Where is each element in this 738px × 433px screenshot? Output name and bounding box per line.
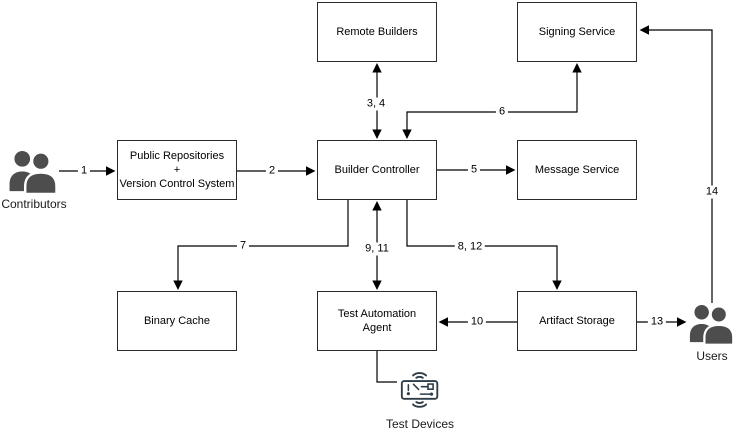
node-artifact-storage: Artifact Storage (517, 291, 637, 351)
contributors-label: Contributors (1, 197, 67, 211)
contributors-users-icon (9, 150, 58, 194)
node-public-repositories: Public Repositories + Version Control Sy… (117, 140, 237, 200)
node-label-line: Public Repositories (129, 150, 225, 162)
node-message-service: Message Service (517, 140, 637, 200)
node-label-line: Test Automation (337, 308, 417, 320)
node-label: Artifact Storage (539, 315, 615, 327)
node-remote-builders: Remote Builders (317, 2, 437, 62)
node-label-line: Version Control System (119, 178, 235, 190)
node-label: Signing Service (538, 26, 616, 38)
edge-7 (173, 200, 349, 290)
edge-label-3-4: 3, 4 (363, 97, 389, 111)
edge-label-9-11: 9, 11 (362, 242, 392, 256)
edge-14 (639, 25, 713, 303)
node-label: Builder Controller (334, 164, 420, 176)
edge-6 (402, 63, 582, 139)
node-binary-cache: Binary Cache (117, 291, 237, 351)
edge-label-2: 2 (265, 164, 279, 178)
users-label: Users (696, 349, 728, 363)
node-label: Remote Builders (336, 26, 418, 38)
node-label: Message Service (534, 164, 620, 176)
node-signing-service: Signing Service (517, 2, 637, 62)
users-icon (689, 305, 735, 345)
test-devices-label: Test Devices (385, 417, 455, 431)
edge-label-8-12: 8, 12 (454, 240, 486, 254)
edge-label-10: 10 (467, 315, 487, 329)
node-test-automation-agent: Test Automation Agent (317, 291, 437, 351)
test-devices-icon (400, 372, 439, 408)
edge-label-14: 14 (702, 185, 722, 199)
edge-label-13: 13 (647, 315, 667, 329)
node-label: Binary Cache (143, 315, 211, 327)
node-label-line: + (173, 164, 181, 176)
edge-label-5: 5 (467, 163, 481, 177)
edge-label-1: 1 (77, 164, 91, 178)
edge-label-6: 6 (495, 105, 509, 119)
edge-label-7: 7 (236, 239, 250, 253)
edge-test-devices-link (376, 351, 397, 383)
node-label-line: Agent (362, 322, 392, 334)
node-builder-controller: Builder Controller (317, 140, 437, 200)
